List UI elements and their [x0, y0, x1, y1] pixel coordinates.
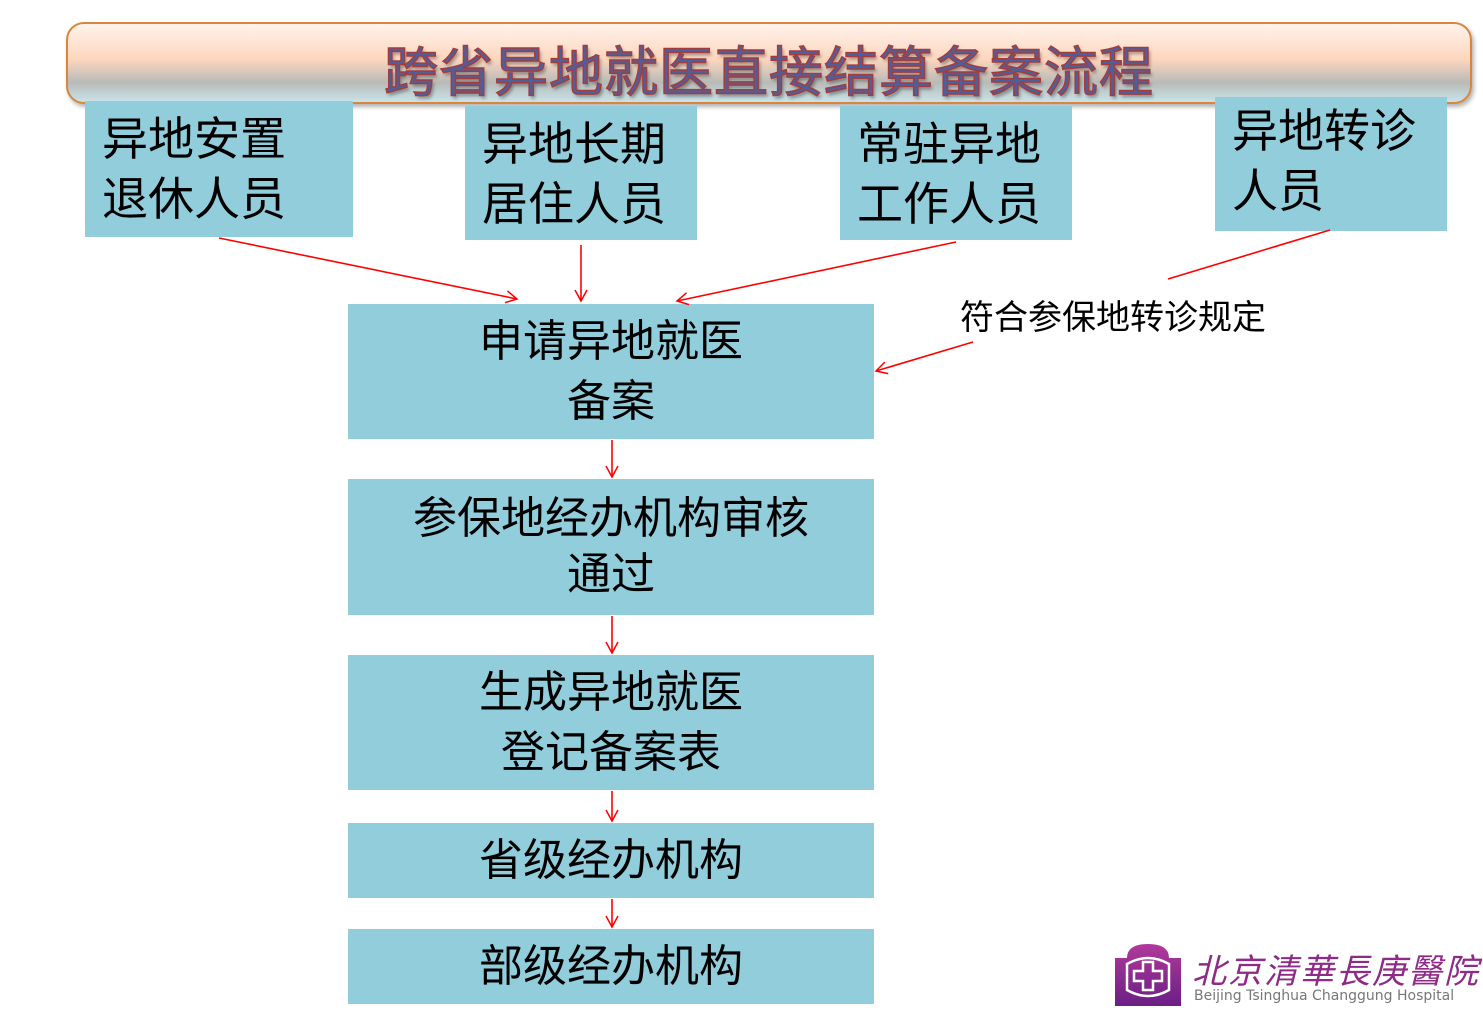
step-national-agency: 部级经办机构 — [348, 929, 874, 1004]
page-title: 跨省异地就医直接结算备案流程 — [383, 40, 1154, 105]
label: 申请异地就医 — [479, 315, 743, 367]
hospital-name-cn: 北京清華長庚醫院 — [1192, 952, 1480, 992]
arrow — [675, 241, 957, 306]
label: 常驻异地 — [857, 117, 1041, 171]
category-box-long-term-residents: 异地长期居住人员 — [465, 106, 697, 240]
hospital-logo-icon — [1115, 944, 1181, 1006]
label: 异地长期 — [482, 117, 666, 171]
step-apply-filing: 申请异地就医备案 — [348, 304, 874, 439]
step-generate-form: 生成异地就医登记备案表 — [348, 655, 874, 790]
hospital-name-en: Beijing Tsinghua Changgung Hospital — [1194, 988, 1455, 1004]
label: 部级经办机构 — [479, 940, 743, 992]
label: 人员 — [1232, 164, 1324, 218]
arrow — [218, 237, 519, 304]
label: 备案 — [567, 375, 655, 427]
label: 退休人员 — [102, 172, 286, 226]
label: 省级经办机构 — [479, 834, 743, 886]
label: 异地安置 — [102, 112, 286, 166]
arrow — [874, 341, 974, 375]
category-box-referral-patients: 异地转诊人员 — [1215, 97, 1447, 231]
label: 异地转诊 — [1232, 104, 1416, 158]
label: 参保地经办机构审核 — [413, 493, 809, 544]
connector — [1167, 229, 1331, 280]
label: 生成异地就医 — [479, 666, 743, 718]
label: 登记备案表 — [501, 726, 721, 778]
step-provincial-agency: 省级经办机构 — [348, 823, 874, 898]
step-review-approved: 参保地经办机构审核通过 — [348, 479, 874, 615]
label: 通过 — [567, 549, 655, 600]
label: 居住人员 — [482, 177, 666, 231]
category-box-relocated-retirees: 异地安置退休人员 — [85, 101, 353, 237]
referral-note: 符合参保地转诊规定 — [960, 298, 1266, 338]
category-box-resident-workers: 常驻异地工作人员 — [840, 106, 1072, 240]
label: 工作人员 — [857, 177, 1041, 231]
title-banner: 跨省异地就医直接结算备案流程 — [66, 22, 1472, 105]
